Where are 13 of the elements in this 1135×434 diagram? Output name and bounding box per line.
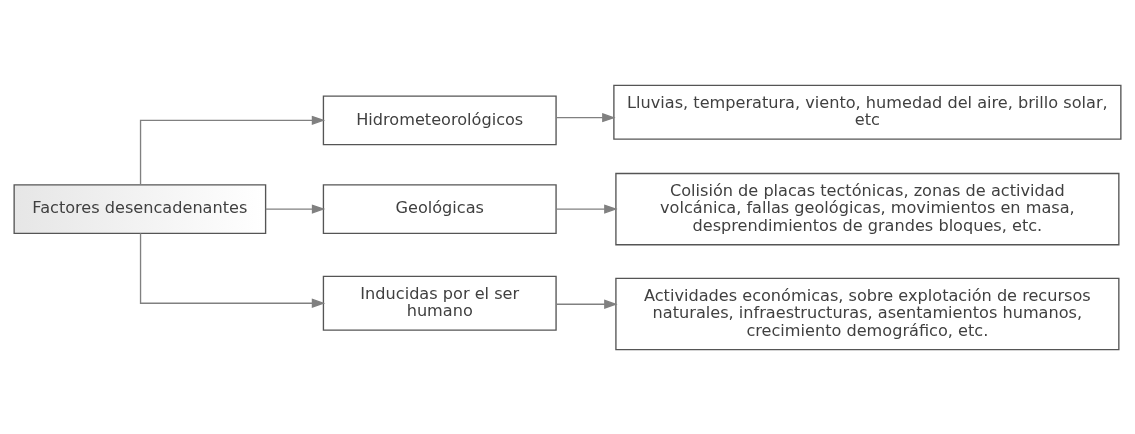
- node-box: Hidrometeorológicos: [322, 94, 557, 145]
- node-box: Inducidas por el ser humano: [322, 275, 557, 331]
- node-box: Factores desencadenantes: [13, 183, 267, 234]
- node-box: Geológicas: [322, 183, 557, 234]
- arrow: [265, 203, 326, 214]
- arrow: [139, 115, 326, 185]
- node-box: Lluvias, temperatura, viento, humedad del aire, brillo solar, etc: [613, 84, 1122, 140]
- arrow: [555, 203, 618, 214]
- node-box: Actividades económicas, sobre explotación de recursos naturales, infraestructuras, asentamientos humanos, crecimiento demográfico, etc.: [615, 277, 1120, 350]
- arrow: [555, 112, 616, 122]
- node-box: Colisión de placas tectónicas, zonas de actividad volcánica, fallas geológicas, movimientos en masa, desprendimientos de grandes bloques, etc.: [615, 172, 1120, 245]
- arrow: [555, 299, 618, 309]
- arrow: [139, 232, 326, 308]
